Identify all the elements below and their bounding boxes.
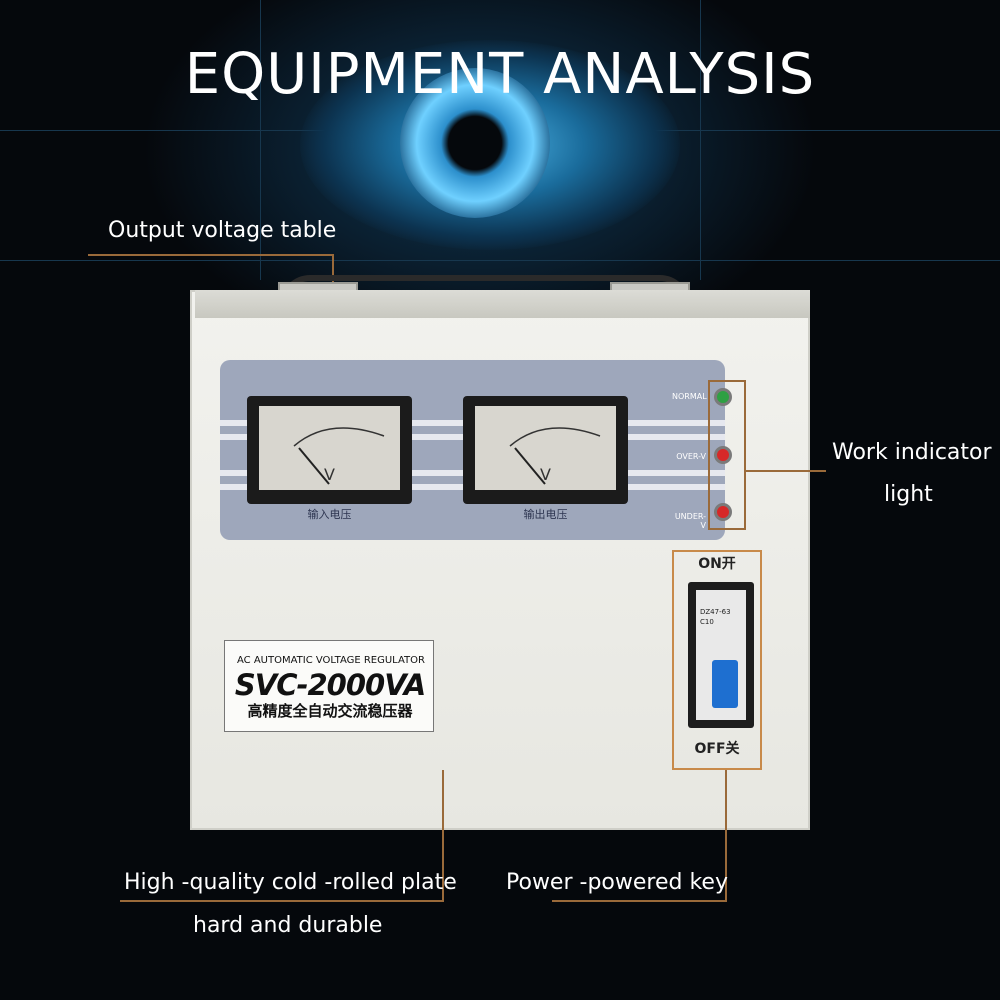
power-breaker-switch[interactable]: DZ47-63 C10: [688, 582, 754, 728]
indicator-highlight-box: [708, 380, 746, 530]
meter-scale: [293, 427, 385, 485]
callout-plate-2: hard and durable: [193, 913, 383, 938]
meter-face: V: [475, 406, 616, 490]
input-voltage-label: 输入电压: [307, 508, 352, 521]
meter-unit: V: [540, 465, 551, 484]
callout-line: [442, 770, 444, 902]
breaker-face: DZ47-63 C10: [696, 590, 746, 720]
meter-unit: V: [324, 465, 335, 484]
background-grid-line: [700, 0, 701, 280]
breaker-toggle[interactable]: [712, 660, 738, 708]
meter-scale: [509, 427, 601, 485]
callout-line: [120, 900, 444, 902]
eye-iris: [400, 68, 550, 218]
indicator-label-normal: NORMAL: [672, 392, 707, 401]
callout-plate: High -quality cold -rolled plate: [124, 870, 457, 895]
power-switch-highlight-box: [672, 550, 762, 770]
callout-work-indicator: Work indicator: [832, 440, 992, 465]
switch-off-label: OFF关: [694, 741, 740, 757]
output-voltage-label: 输出电压: [523, 508, 568, 521]
normal-indicator-light: [714, 388, 732, 406]
meter-face: V: [259, 406, 400, 490]
breaker-rating: C10: [700, 618, 714, 626]
callout-line: [725, 770, 727, 902]
model-label-plate: [224, 640, 434, 732]
switch-on-label: ON开: [698, 556, 736, 572]
model-number: SVC-2000VA: [234, 668, 426, 702]
under-voltage-indicator-light: [714, 503, 732, 521]
cabinet-top-edge: [195, 290, 810, 318]
callout-work-indicator-2: light: [884, 482, 933, 507]
chinese-product-name: 高精度全自动交流稳压器: [247, 702, 413, 720]
callout-line: [552, 900, 727, 902]
indicator-label-over: OVER-V: [676, 452, 706, 461]
breaker-model: DZ47-63: [700, 608, 731, 616]
indicator-label-under: UNDER-V: [674, 512, 706, 530]
output-voltage-meter: V: [463, 396, 628, 504]
callout-line: [746, 470, 826, 472]
background-grid-line: [260, 0, 261, 280]
callout-power-key: Power -powered key: [506, 870, 728, 895]
callout-output-voltage-table: Output voltage table: [108, 218, 337, 243]
background-grid-line: [0, 260, 1000, 261]
label-header: AC AUTOMATIC VOLTAGE REGULATOR: [237, 655, 425, 666]
page-title: EQUIPMENT ANALYSIS: [184, 42, 816, 107]
over-voltage-indicator-light: [714, 446, 732, 464]
input-voltage-meter: V: [247, 396, 412, 504]
callout-line: [88, 254, 334, 256]
